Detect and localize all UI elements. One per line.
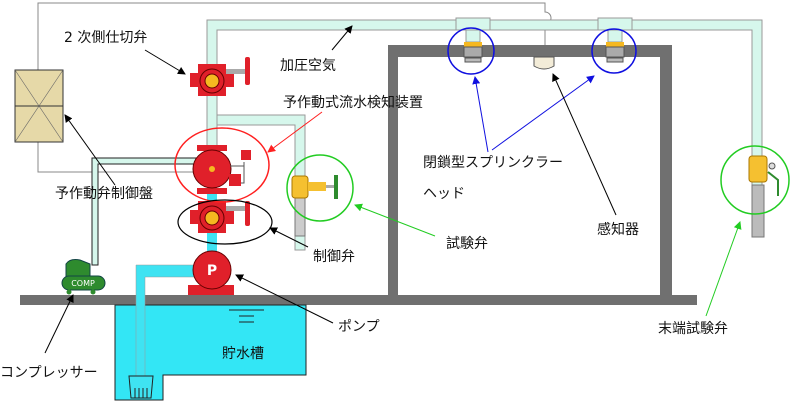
label-test-valve: 試験弁: [446, 236, 488, 252]
highlight-sprinkler-1: [447, 27, 495, 75]
arrow-sprinkler-1: [472, 76, 489, 153]
label-control-valve: 制御弁: [313, 249, 355, 265]
label-secondary-gate-valve: 2 次側仕切弁: [64, 30, 147, 46]
sprinkler-head-2: [597, 17, 633, 63]
water-tank: [114, 304, 307, 401]
label-sprinkler-head-1: 閉鎖型スプリンクラー: [423, 155, 563, 171]
label-water-tank: 貯水槽: [222, 346, 264, 362]
sprinkler-head-1: [455, 17, 491, 63]
label-preaction-detector: 予作動式流水検知装置: [283, 94, 423, 111]
highlight-control-valve: [177, 199, 273, 245]
compressor-mark: COMP: [71, 279, 95, 288]
preaction-valve: [192, 145, 251, 194]
control-panel: [14, 69, 64, 143]
arrow-pressurized-air: [331, 25, 353, 51]
heat-detector: [533, 56, 555, 70]
end-test-valve: [748, 155, 779, 238]
arrow-pump: [235, 274, 334, 324]
compressor: COMP: [61, 259, 106, 295]
pump-mark: P: [207, 263, 217, 279]
highlight-end-test-valve: [720, 145, 790, 215]
arrow-compressor: [44, 294, 74, 354]
label-sprinkler-head-2: ヘッド: [423, 186, 465, 202]
pump: P: [188, 250, 234, 295]
arrow-control-panel: [64, 114, 116, 186]
control-valve-body: [190, 201, 250, 233]
label-pressurized-air: 加圧空気: [280, 58, 336, 74]
highlight-test-valve: [286, 154, 354, 222]
arrow-preaction-detector: [267, 111, 323, 153]
arrow-secondary-gate-valve: [144, 49, 186, 75]
label-compressor: コンプレッサー: [0, 365, 98, 381]
arrow-control-valve: [269, 227, 309, 248]
label-pump: ポンプ: [338, 319, 380, 335]
label-control-panel: 予作動弁制御盤: [55, 186, 153, 202]
secondary-gate-valve: [190, 57, 250, 96]
foot-valve-icon: [128, 375, 154, 399]
label-detector: 感知器: [597, 221, 639, 238]
arrow-end-test-valve: [705, 221, 742, 317]
arrow-detector: [552, 73, 617, 216]
arrow-sprinkler-2: [491, 75, 595, 151]
highlight-preaction-valve: [174, 127, 270, 203]
highlight-sprinkler-2: [591, 28, 637, 74]
test-valve: [291, 175, 338, 237]
water-level-icon: [229, 309, 264, 323]
signal-wire-valve: [37, 142, 195, 173]
label-end-test-valve: 末端試験弁: [658, 321, 728, 337]
building-frame: [20, 45, 697, 305]
arrow-test-valve: [354, 203, 436, 237]
